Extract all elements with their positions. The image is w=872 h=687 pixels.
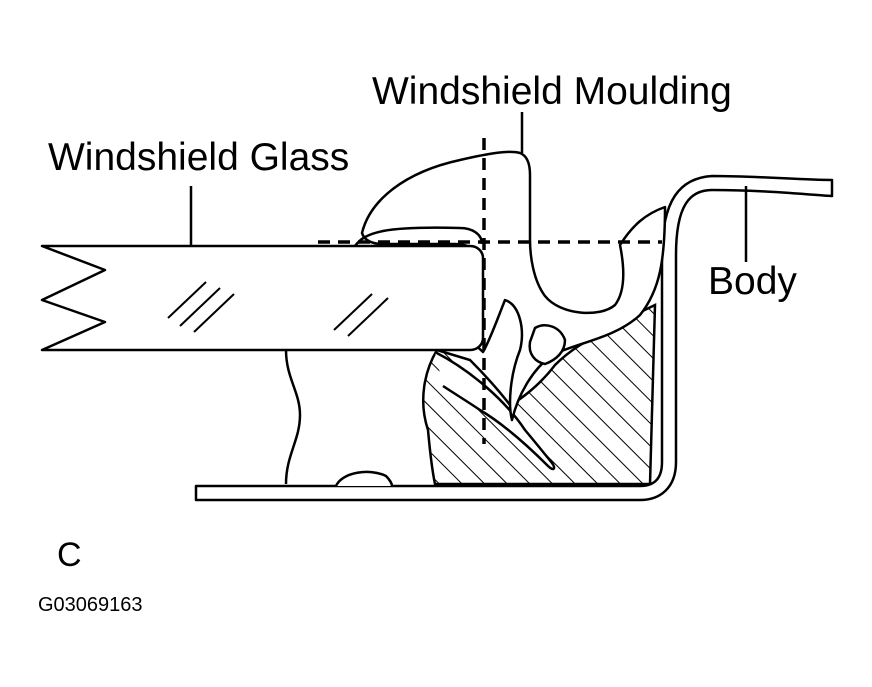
figure-code: G03069163 [38,594,143,616]
label-windshield-glass: Windshield Glass [48,136,350,179]
moulding-void [528,324,567,366]
moulding-lower-lip [434,350,556,471]
label-windshield-moulding: Windshield Moulding [372,70,732,113]
glass-spacer-dam [284,349,302,485]
view-letter: C [57,536,82,574]
spacer-bump [334,470,394,487]
windshield-glass [40,244,485,352]
label-body: Body [708,260,797,303]
glass-reflection-marks [167,281,389,337]
reference-dashed-lines [318,138,662,444]
leader-lines [189,112,748,262]
moulding-glass-lip [353,226,484,247]
